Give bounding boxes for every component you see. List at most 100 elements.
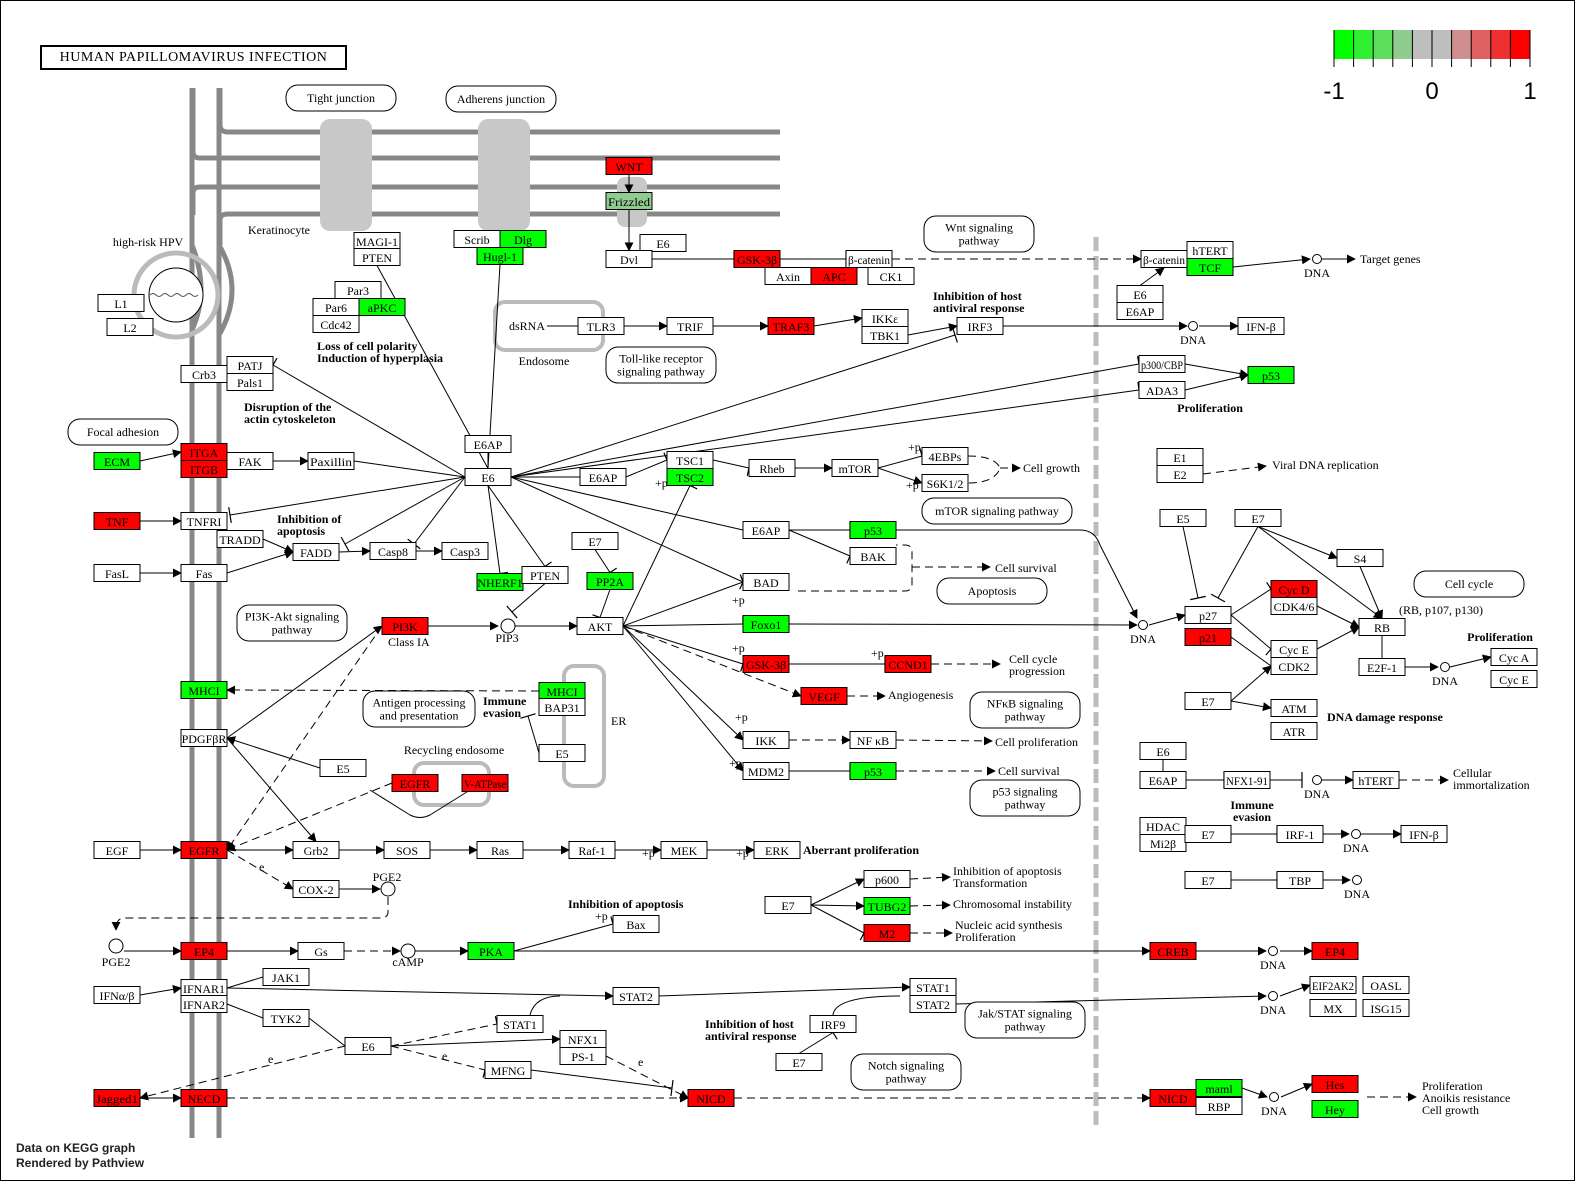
gene-node-cdk46[interactable]: CDK4/6 <box>1270 597 1318 615</box>
pathway-map-tight[interactable]: Tight junction <box>285 84 397 112</box>
gene-node-akt[interactable]: AKT <box>576 617 624 635</box>
gene-node-htert1[interactable]: hTERT <box>1186 241 1234 259</box>
gene-node-irf9[interactable]: IRF9 <box>809 1015 857 1033</box>
gene-node-crb3[interactable]: Crb3 <box>180 365 228 383</box>
gene-node-casp8[interactable]: Casp8 <box>369 542 417 560</box>
gene-node-e7_atm[interactable]: E7 <box>1184 692 1232 710</box>
gene-node-ada3[interactable]: ADA3 <box>1138 381 1186 399</box>
gene-node-e7_p600[interactable]: E7 <box>764 896 812 914</box>
gene-node-gsk3b_2[interactable]: GSK-3β <box>742 655 790 673</box>
gene-node-bak[interactable]: BAK <box>849 547 897 565</box>
gene-node-bax[interactable]: Bax <box>612 915 660 933</box>
gene-node-e6ap_2[interactable]: E6AP <box>579 468 627 486</box>
gene-node-e6_h[interactable]: E6 <box>1139 742 1187 760</box>
gene-node-ifnar1[interactable]: IFNAR1 <box>180 979 228 997</box>
gene-node-raf1[interactable]: Raf-1 <box>568 841 616 859</box>
gene-node-tubg2[interactable]: TUBG2 <box>863 897 911 915</box>
gene-node-fadd[interactable]: FADD <box>292 543 340 561</box>
gene-node-m2[interactable]: M2 <box>863 924 911 942</box>
pathway-map-focal[interactable]: Focal adhesion <box>67 418 179 446</box>
gene-node-rbp[interactable]: RBP <box>1195 1097 1243 1115</box>
gene-node-pten2[interactable]: PTEN <box>521 566 569 584</box>
gene-node-e6ap_h[interactable]: E6AP <box>1139 771 1187 789</box>
gene-node-e2[interactable]: E2 <box>1156 465 1204 483</box>
gene-node-oasl[interactable]: OASL <box>1362 976 1410 994</box>
gene-node-tradd[interactable]: TRADD <box>216 530 264 548</box>
gene-node-e7_irf9[interactable]: E7 <box>775 1053 823 1071</box>
gene-node-irf1[interactable]: IRF-1 <box>1276 825 1324 843</box>
gene-node-ikk[interactable]: IKK <box>742 731 790 749</box>
gene-node-htert2[interactable]: hTERT <box>1352 771 1400 789</box>
gene-node-par6[interactable]: Par6 <box>312 298 360 316</box>
gene-node-atm[interactable]: ATM <box>1270 699 1318 717</box>
gene-node-ifnb1[interactable]: IFN-β <box>1237 317 1285 335</box>
gene-node-ccnd1[interactable]: CCND1 <box>884 655 932 673</box>
gene-node-p21[interactable]: p21 <box>1184 628 1232 646</box>
gene-node-pi3k[interactable]: PI3K <box>381 617 429 635</box>
gene-node-fak[interactable]: FAK <box>226 452 274 470</box>
gene-node-fas[interactable]: Fas <box>180 564 228 582</box>
gene-node-nicd2[interactable]: NICD <box>1149 1089 1197 1107</box>
gene-node-pten1[interactable]: PTEN <box>353 248 401 266</box>
gene-node-grb2[interactable]: Grb2 <box>292 841 340 859</box>
gene-node-mfng[interactable]: MFNG <box>484 1061 532 1079</box>
gene-node-wnt[interactable]: WNT <box>605 157 653 175</box>
gene-node-mhci_2[interactable]: MHCI <box>538 682 586 700</box>
gene-node-e5_er[interactable]: E5 <box>538 744 586 762</box>
gene-node-stat1b[interactable]: STAT1 <box>909 978 957 996</box>
gene-node-sos[interactable]: SOS <box>383 841 431 859</box>
gene-node-rb[interactable]: RB <box>1358 618 1406 636</box>
gene-node-dvl[interactable]: Dvl <box>605 250 653 268</box>
gene-node-ifnar2[interactable]: IFNAR2 <box>180 995 228 1013</box>
gene-node-e7_irf[interactable]: E7 <box>1184 825 1232 843</box>
gene-node-ep4_2[interactable]: EP4 <box>1311 942 1359 960</box>
gene-node-l1[interactable]: L1 <box>97 294 145 312</box>
gene-node-cdc42[interactable]: Cdc42 <box>312 315 360 333</box>
gene-node-gsk3b_1[interactable]: GSK-3β <box>733 250 781 268</box>
gene-node-vatpase[interactable]: V-ATPase <box>461 774 509 792</box>
gene-node-e7_cc[interactable]: E7 <box>1234 509 1282 527</box>
gene-node-mek[interactable]: MEK <box>660 841 708 859</box>
gene-node-stat1a[interactable]: STAT1 <box>496 1015 544 1033</box>
gene-node-stat2[interactable]: STAT2 <box>612 987 660 1005</box>
gene-node-tcf[interactable]: TCF <box>1186 258 1234 276</box>
gene-node-cycd[interactable]: Cyc D <box>1270 580 1318 598</box>
gene-node-e6ap_b[interactable]: E6AP <box>1116 302 1164 320</box>
gene-node-ck1[interactable]: CK1 <box>867 267 915 285</box>
gene-node-hes[interactable]: Hes <box>1311 1075 1359 1093</box>
gene-node-tbp[interactable]: TBP <box>1276 871 1324 889</box>
gene-node-e7_pp2a[interactable]: E7 <box>571 532 619 550</box>
gene-node-bcat2[interactable]: β-catenin <box>1140 250 1188 268</box>
gene-node-p27[interactable]: p27 <box>1184 606 1232 624</box>
gene-node-atr[interactable]: ATR <box>1270 722 1318 740</box>
gene-node-e2f1[interactable]: E2F-1 <box>1358 658 1406 676</box>
gene-node-nfx1[interactable]: NFX1 <box>559 1030 607 1048</box>
gene-node-hey[interactable]: Hey <box>1311 1100 1359 1118</box>
gene-node-cyce2[interactable]: Cyc E <box>1490 670 1538 688</box>
gene-node-frizzled[interactable]: Frizzled <box>605 192 653 210</box>
gene-node-mhci_1[interactable]: MHCI <box>180 681 228 699</box>
gene-node-mx[interactable]: MX <box>1309 999 1357 1017</box>
gene-node-itga[interactable]: ITGA <box>180 443 228 461</box>
gene-node-rheb[interactable]: Rheb <box>748 459 796 477</box>
gene-node-jagged1[interactable]: Jagged1 <box>93 1089 141 1107</box>
gene-node-cyce1[interactable]: Cyc E <box>1270 640 1318 658</box>
gene-node-dlg[interactable]: Dlg <box>499 230 547 248</box>
gene-node-apc[interactable]: APC <box>810 267 858 285</box>
gene-node-hugl1[interactable]: Hugl-1 <box>476 247 524 265</box>
gene-node-erk[interactable]: ERK <box>753 841 801 859</box>
gene-node-l2[interactable]: L2 <box>106 318 154 336</box>
gene-node-ps1[interactable]: PS-1 <box>559 1047 607 1065</box>
gene-node-tsc2[interactable]: TSC2 <box>666 468 714 486</box>
gene-node-egf[interactable]: EGF <box>93 841 141 859</box>
gene-node-eif2ak2[interactable]: EIF2AK2 <box>1309 976 1357 994</box>
gene-node-tnfr1[interactable]: TNFRI <box>180 512 228 530</box>
gene-node-tnf[interactable]: TNF <box>93 512 141 530</box>
gene-node-nherf1[interactable]: NHERF1 <box>476 573 524 591</box>
gene-node-e1[interactable]: E1 <box>1156 448 1204 466</box>
